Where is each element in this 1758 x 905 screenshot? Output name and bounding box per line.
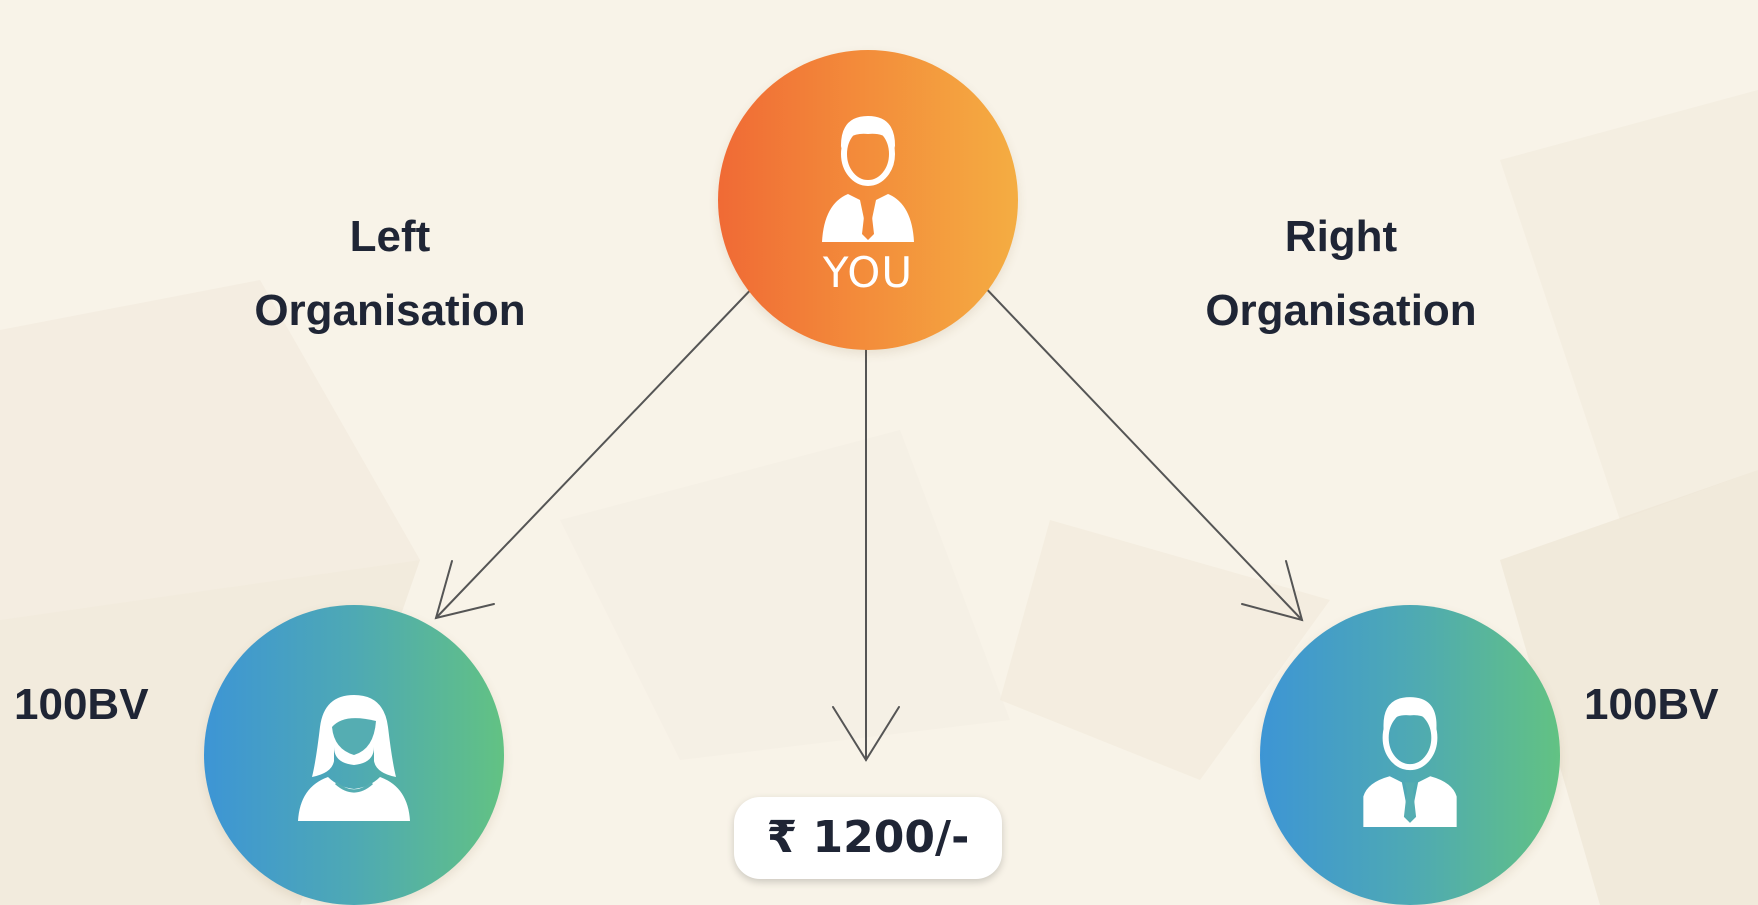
- male-user-icon: [822, 116, 914, 242]
- male-user-icon: [1363, 697, 1457, 827]
- left-bv-label: 100BV: [14, 680, 149, 729]
- arrow-to-left-branch: [434, 279, 761, 620]
- right-organisation-line2: Organisation: [1205, 286, 1477, 335]
- you-label: YOU: [822, 248, 914, 297]
- arrow-to-earning: [832, 329, 900, 762]
- female-user-icon: [298, 695, 410, 821]
- left-organisation-label: Left Organisation: [180, 200, 600, 348]
- left-organisation-line2: Organisation: [254, 286, 526, 335]
- you-node: YOU: [718, 50, 1018, 350]
- right-bv-label: 100BV: [1584, 680, 1719, 729]
- arrow-to-right-branch: [977, 279, 1304, 622]
- left-organisation-line1: Left: [349, 212, 431, 261]
- right-organisation-line1: Right: [1284, 212, 1398, 261]
- earning-amount-badge: ₹ 1200/-: [734, 797, 1002, 879]
- right-organisation-label: Right Organisation: [1131, 200, 1551, 348]
- right-member-node: [1260, 605, 1560, 905]
- left-member-node: [204, 605, 504, 905]
